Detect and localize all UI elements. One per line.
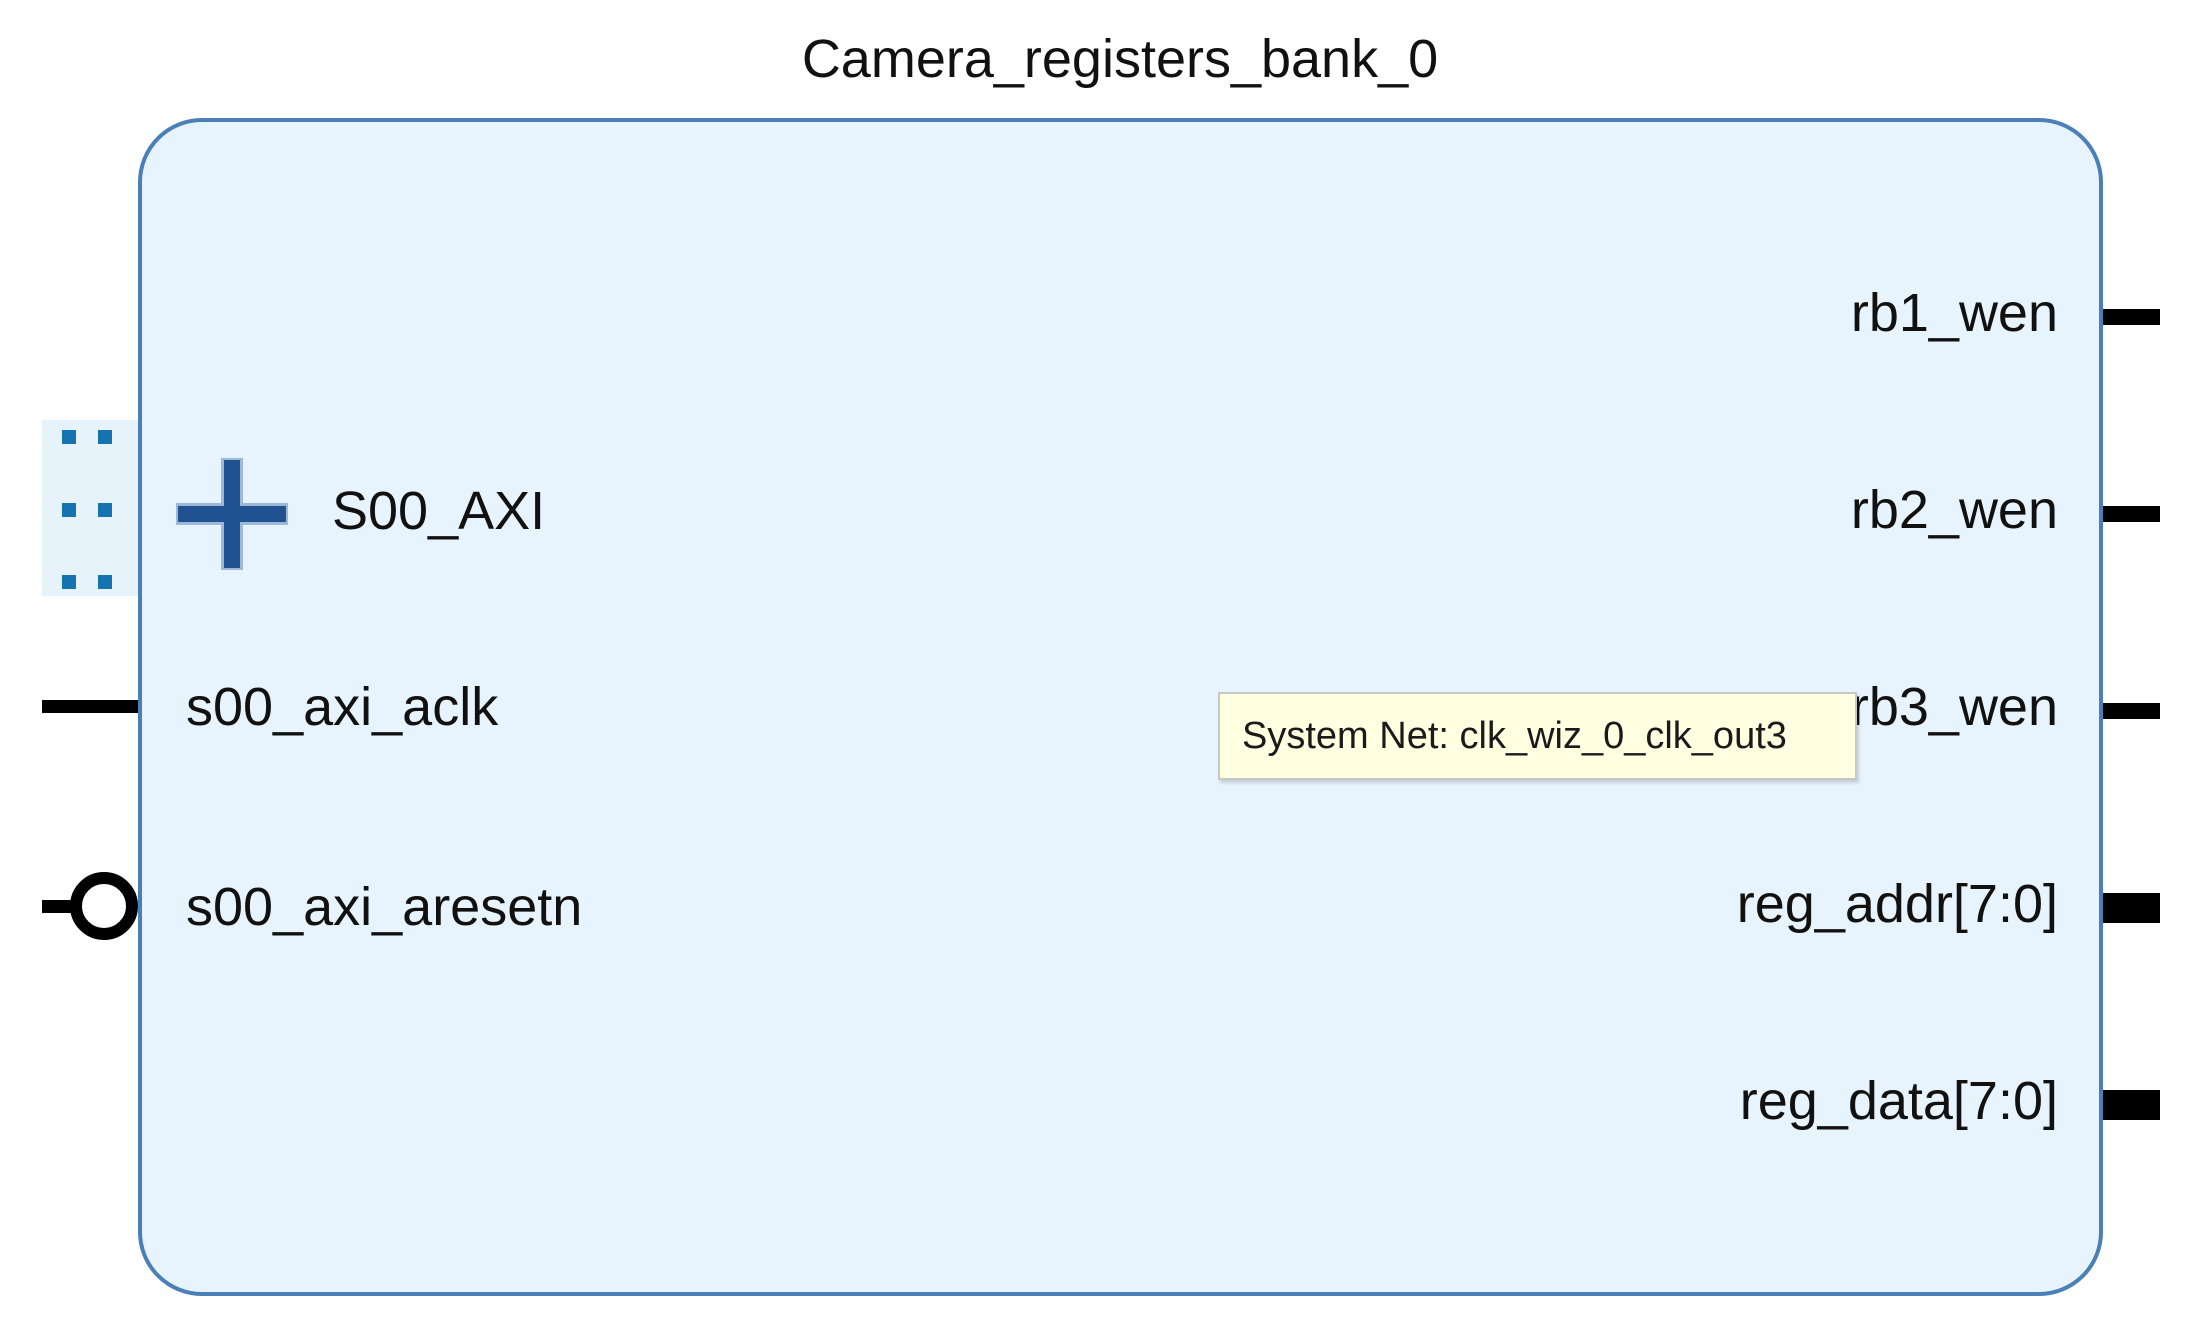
port-label-reg-addr: reg_addr[7:0] (1736, 874, 2058, 934)
plus-expand-icon[interactable] (176, 458, 288, 570)
pin-rb1-wen[interactable] (2103, 309, 2160, 325)
pin-s00-axi-aresetn[interactable] (42, 900, 72, 913)
bus-dot (98, 575, 112, 589)
bus-dot (62, 575, 76, 589)
pin-reg-addr[interactable] (2103, 893, 2160, 923)
bus-dot (98, 430, 112, 444)
bus-dot (98, 503, 112, 517)
port-label-rb2-wen: rb2_wen (1850, 480, 2058, 540)
port-label-rb1-wen: rb1_wen (1850, 283, 2058, 343)
port-label-s00-axi-aresetn: s00_axi_aresetn (186, 877, 583, 937)
port-label-rb3-wen: rb3_wen (1850, 677, 2058, 737)
bus-interface-connector[interactable] (42, 420, 138, 596)
port-label-s00-axi-aclk: s00_axi_aclk (186, 677, 499, 737)
pin-s00-axi-aclk[interactable] (42, 700, 138, 713)
inversion-bubble-icon[interactable] (70, 872, 138, 940)
pin-reg-data[interactable] (2103, 1090, 2160, 1120)
port-label-reg-data: reg_data[7:0] (1739, 1071, 2058, 1131)
bus-dot (62, 503, 76, 517)
pin-rb3-wen[interactable] (2103, 703, 2160, 719)
bus-dot (62, 430, 76, 444)
bus-interface-label[interactable]: S00_AXI (332, 481, 546, 541)
block-title: Camera_registers_bank_0 (801, 29, 1439, 89)
pin-rb2-wen[interactable] (2103, 506, 2160, 522)
net-tooltip: System Net: clk_wiz_0_clk_out3 (1218, 692, 1857, 780)
